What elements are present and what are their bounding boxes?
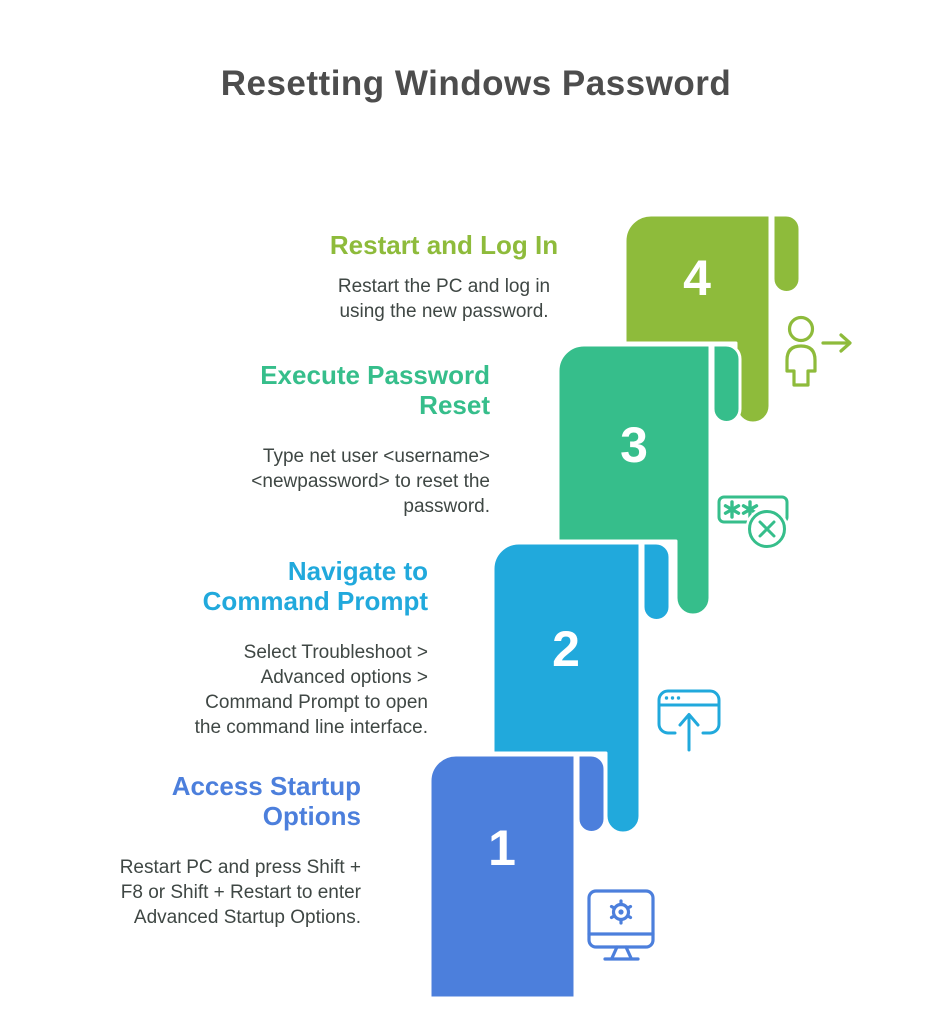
step-2-desc-line: Advanced options > — [260, 667, 428, 688]
step-1-heading: Access Startup Options — [61, 771, 361, 831]
login-person-arrow-icon — [785, 315, 852, 387]
ribbon-1-fold — [576, 753, 607, 834]
command-prompt-window-icon — [657, 689, 721, 752]
step-4-text-block: Restart and Log In Restart the PC and lo… — [315, 230, 573, 324]
step-1-heading-line: Options — [262, 801, 361, 831]
step-number-3: 3 — [620, 417, 648, 473]
monitor-stand-left — [610, 945, 619, 960]
step-1-description: Restart PC and press Shift + F8 or Shift… — [61, 855, 361, 930]
step-4-desc-line: Restart the PC and log in — [337, 276, 551, 297]
step-1-heading-line: Access Startup — [171, 771, 361, 801]
ribbon-3-body — [556, 343, 712, 617]
page-title: Resetting Windows Password — [220, 64, 732, 103]
x-mark — [758, 520, 776, 538]
step-4-heading: Restart and Log In — [315, 230, 573, 260]
startup-settings-monitor-icon — [587, 889, 655, 961]
step-2-text-block: Navigate to Command Prompt Select Troubl… — [128, 556, 428, 740]
step-3-desc-line: Type net user <username> — [262, 446, 490, 467]
step-1-desc-line: F8 or Shift + Restart to enter — [120, 882, 361, 903]
step-2-desc-line: Select Troubleshoot > — [243, 642, 428, 663]
browser-dot — [670, 696, 675, 700]
step-number-4: 4 — [683, 250, 711, 306]
step-2-desc-line: Command Prompt to open — [205, 692, 428, 713]
step-4-desc-line: using the new password. — [339, 301, 549, 322]
ribbon-4-fold — [771, 213, 802, 294]
step-1-desc-line: Restart PC and press Shift + — [119, 857, 361, 878]
step-3-description: Type net user <username> <newpassword> t… — [190, 444, 490, 519]
step-2-desc-line: the command line interface. — [194, 717, 428, 738]
step-3-desc-line: password. — [403, 496, 490, 517]
step-number-2: 2 — [552, 621, 580, 677]
step-3-heading: Execute Password Reset — [190, 360, 490, 420]
x-circle — [748, 510, 786, 548]
ribbon-step-3: 3 — [556, 343, 742, 617]
browser-dot — [664, 696, 669, 700]
ribbon-step-2: 2 — [491, 541, 672, 835]
step-4-description: Restart the PC and log in using the new … — [315, 274, 573, 324]
step-2-description: Select Troubleshoot > Advanced options >… — [128, 640, 428, 740]
browser-dot — [676, 696, 681, 700]
password-reset-icon — [717, 495, 789, 551]
ribbon-step-1: 1 — [428, 753, 607, 1000]
step-2-heading-line: Navigate to — [287, 556, 428, 586]
ribbon-step-4: 4 — [623, 213, 802, 425]
step-3-heading-line: Execute Password — [260, 360, 490, 390]
step-1-text-block: Access Startup Options Restart PC and pr… — [61, 771, 361, 930]
gear-icon — [609, 899, 633, 925]
step-1-desc-line: Advanced Startup Options. — [133, 907, 361, 928]
ribbon-2-body — [491, 541, 642, 835]
up-arrow-head — [678, 713, 700, 727]
step-number-1: 1 — [488, 820, 516, 876]
arrow-head — [839, 333, 852, 353]
person-body — [785, 344, 817, 387]
monitor-frame — [587, 889, 655, 949]
gear-center-dot — [618, 909, 624, 915]
person-head — [787, 315, 815, 343]
step-4-heading-line: Restart and Log In — [329, 230, 559, 260]
step-3-desc-line: <newpassword> to reset the — [251, 471, 490, 492]
step-3-text-block: Execute Password Reset Type net user <us… — [190, 360, 490, 519]
ribbon-3-fold — [711, 343, 742, 424]
browser-window — [657, 689, 721, 735]
monitor-stand-right — [624, 945, 633, 960]
step-2-heading: Navigate to Command Prompt — [128, 556, 428, 616]
asterisk-glyph — [723, 500, 741, 519]
step-2-heading-line: Command Prompt — [202, 586, 428, 616]
ribbon-2-fold — [641, 541, 672, 622]
step-3-heading-line: Reset — [419, 390, 490, 420]
ribbon-1-body — [428, 753, 577, 1000]
